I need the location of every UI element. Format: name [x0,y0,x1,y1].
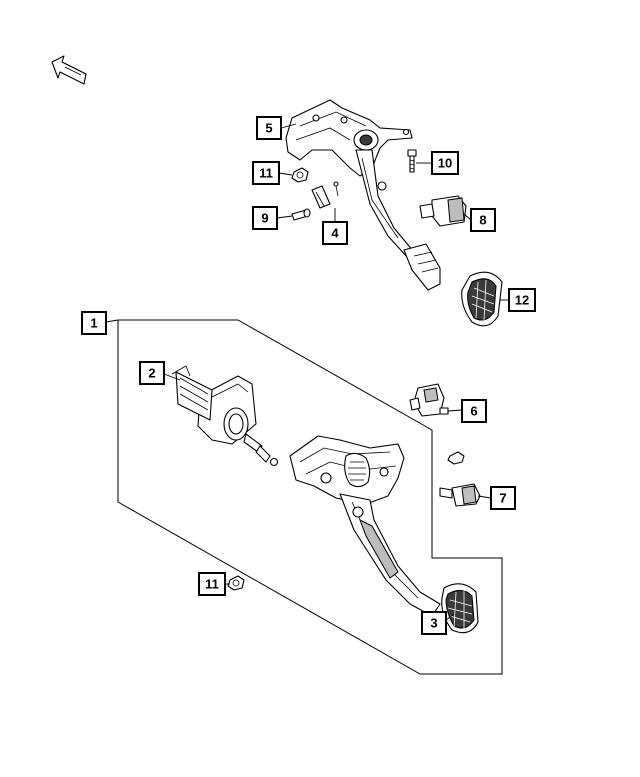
callout-10: 10 [431,151,459,175]
pin-9 [291,208,311,221]
leader-lines [105,123,509,621]
callout-label: 6 [470,404,477,419]
assembly-outline [117,319,503,675]
callout-label: 2 [148,366,155,381]
pedal-pad-lower [441,583,479,634]
master-cylinder [171,365,279,467]
callout-label: 8 [479,213,486,228]
bolt-10 [407,149,417,173]
callout-11-lower: 11 [198,572,226,596]
callout-label: 1 [90,316,97,331]
upper-pedal-bracket [285,99,413,177]
callout-label: 10 [438,156,452,171]
callout-11-upper: 11 [252,161,280,185]
lower-pedal-arm [339,493,441,617]
callout-12: 12 [508,288,536,312]
callout-label: 11 [259,166,273,181]
washer [447,451,465,465]
nut-11-lower [227,575,245,591]
callout-label: 11 [205,577,219,592]
front-arrow-icon [51,55,87,85]
callout-8: 8 [470,208,496,232]
callout-label: 9 [261,211,268,226]
callout-4: 4 [322,221,348,245]
callout-label: 12 [515,293,529,308]
callout-label: 3 [430,616,437,631]
callout-label: 7 [499,491,506,506]
callout-1: 1 [81,311,107,335]
stop-lamp-switch [419,195,467,227]
bushing-4 [311,181,339,209]
nut-11-upper [291,167,309,183]
callout-3: 3 [421,611,447,635]
callout-9: 9 [252,206,278,230]
upper-pedal-arm [355,149,441,291]
pedal-pad-upper [461,271,503,327]
callout-7: 7 [490,486,516,510]
lower-pedal-bracket [289,435,405,505]
callout-label: 5 [265,121,272,136]
callout-label: 4 [331,226,339,241]
switch-6 [409,383,449,417]
sensor-7 [439,483,481,507]
callout-5: 5 [256,116,282,140]
callout-6: 6 [461,399,487,423]
callout-2: 2 [139,361,165,385]
